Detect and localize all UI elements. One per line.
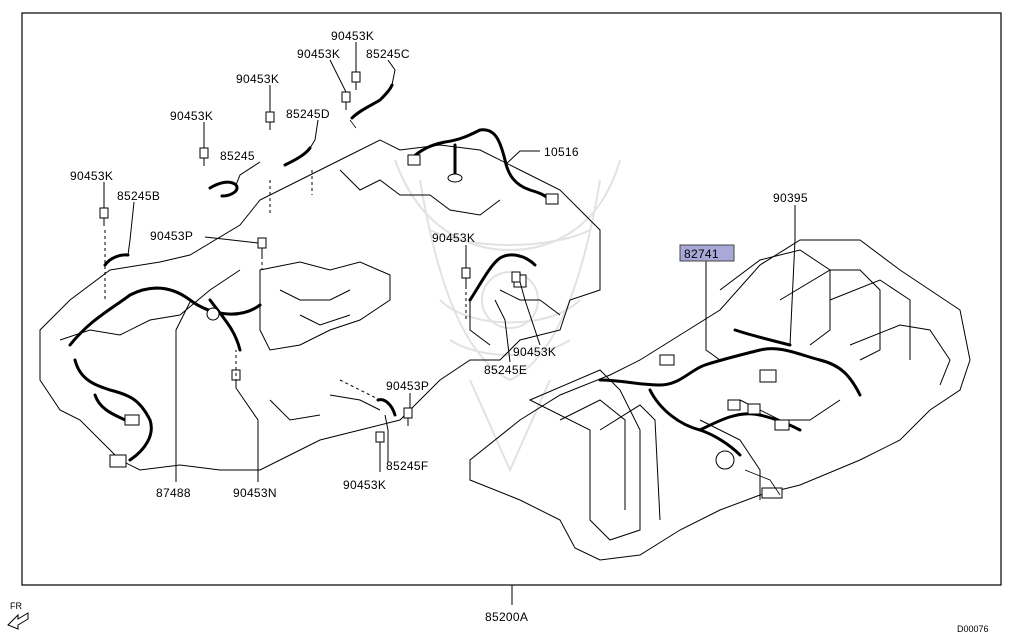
bolt-90453K-8 bbox=[375, 431, 385, 450]
highlight-82741 bbox=[679, 244, 735, 262]
bracket-85245C bbox=[349, 83, 394, 129]
bracket-85245 bbox=[208, 180, 239, 198]
harness-87488 bbox=[68, 286, 262, 468]
bolt-90453P-1 bbox=[257, 237, 267, 256]
callout-c6: 90453K bbox=[170, 109, 213, 123]
callout-c11: 10516 bbox=[544, 145, 579, 159]
callout-c19: 90453K bbox=[343, 478, 386, 492]
callout-c22: 85200A bbox=[485, 610, 528, 624]
bolt-90453K-1 bbox=[351, 71, 361, 90]
connector-87488-b bbox=[124, 414, 140, 426]
callout-c12: 90453K bbox=[432, 231, 475, 245]
bolt-90453K-2 bbox=[341, 91, 351, 110]
bolt-90453K-7 bbox=[511, 271, 521, 283]
connector-87488-a bbox=[109, 454, 127, 468]
callout-labels: 90453K 90453K 85245C 90453K 85245D 90453… bbox=[70, 29, 808, 624]
diagram-code: D00076 bbox=[957, 624, 989, 634]
bolt-90453K-4 bbox=[199, 147, 209, 166]
callout-c21: 90453N bbox=[233, 486, 277, 500]
callout-c15: 90453K bbox=[513, 345, 556, 359]
callout-c1: 90453K bbox=[331, 29, 374, 43]
bolt-90453K-3 bbox=[265, 111, 275, 130]
harness-85245E bbox=[468, 253, 537, 302]
bracket-85245F bbox=[376, 398, 397, 417]
callout-c4: 90453K bbox=[236, 72, 279, 86]
callout-c3: 85245C bbox=[366, 47, 410, 61]
engine-assembly bbox=[39, 139, 601, 471]
battery-pack bbox=[469, 239, 971, 561]
callout-c14: 82741 bbox=[684, 247, 719, 261]
callout-c5: 85245D bbox=[286, 107, 330, 121]
callout-c2: 90453K bbox=[297, 47, 340, 61]
callout-c18: 85245F bbox=[386, 459, 429, 473]
bracket-85245D bbox=[283, 146, 312, 167]
harness-10516 bbox=[407, 128, 559, 205]
watermark-logo bbox=[394, 159, 621, 473]
direction-label: FR bbox=[10, 601, 22, 611]
bracket-85245B bbox=[103, 253, 130, 267]
callout-c7: 85245 bbox=[220, 149, 255, 163]
bolt-90453K-5 bbox=[99, 207, 109, 226]
harness-90395 bbox=[598, 328, 862, 499]
callout-c17: 90453P bbox=[386, 379, 429, 393]
callout-c8: 90453K bbox=[70, 169, 113, 183]
callout-c13: 90395 bbox=[773, 191, 808, 205]
callout-c16: 85245E bbox=[484, 363, 527, 377]
bolt-90453P-2 bbox=[403, 407, 413, 426]
callout-c10: 90453P bbox=[150, 229, 193, 243]
leader-lines bbox=[103, 42, 796, 605]
callout-c20: 87488 bbox=[156, 486, 191, 500]
front-arrow-icon bbox=[7, 612, 29, 630]
front-direction-indicator: FR bbox=[7, 601, 29, 630]
callout-c9: 85245B bbox=[117, 189, 160, 203]
bolt-90453K-6 bbox=[461, 267, 471, 286]
